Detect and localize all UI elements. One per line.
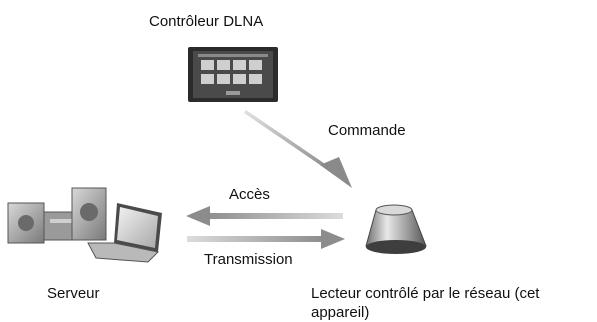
speaker-icon [365, 204, 427, 254]
tablet-icon [188, 47, 278, 102]
laptop-icon [87, 203, 162, 263]
transmission-label: Transmission [204, 251, 293, 268]
controller-label: Contrôleur DLNA [149, 13, 264, 30]
command-label: Commande [328, 122, 406, 139]
access-label: Accès [229, 186, 270, 203]
player-label: Lecteur contrôlé par le réseau (cet appa… [311, 285, 540, 321]
media-server-icon [7, 187, 107, 244]
server-label: Serveur [47, 285, 100, 302]
access-arrow [186, 206, 343, 226]
command-arrow [244, 110, 352, 188]
transmission-arrow [187, 229, 345, 249]
